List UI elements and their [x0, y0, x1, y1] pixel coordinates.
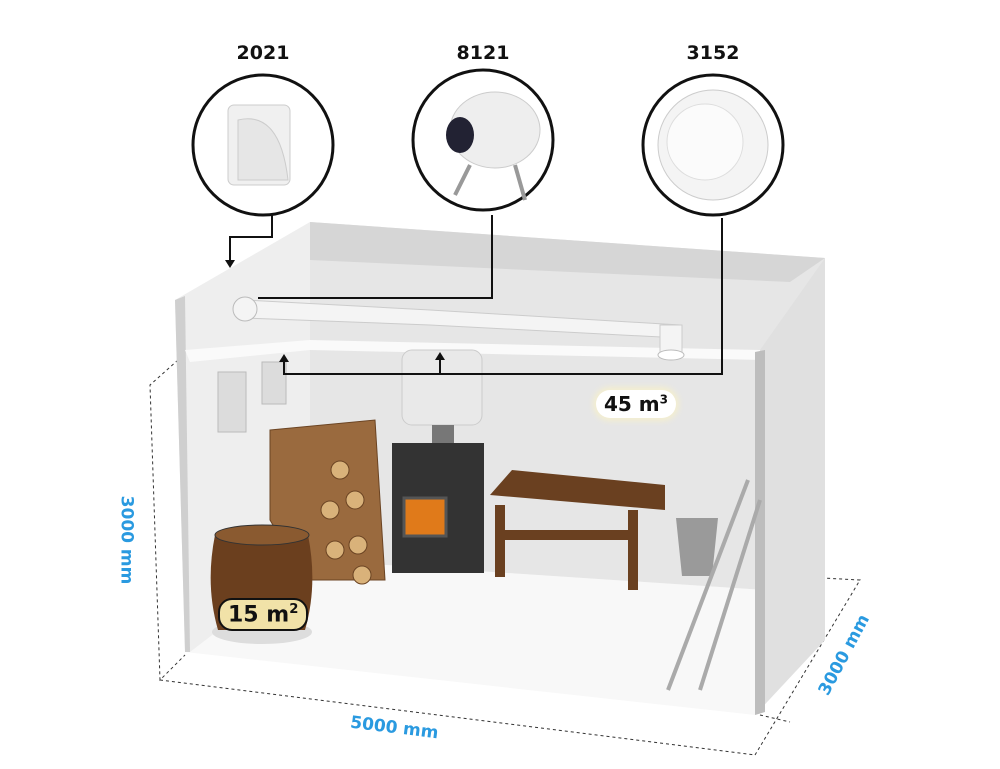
volume-unit: 3 [659, 392, 668, 407]
product-circle-3152[interactable] [641, 73, 785, 217]
floor-area-badge: 15 m2 [218, 598, 309, 632]
ventilation-duct [232, 296, 685, 361]
floor [185, 560, 765, 715]
product-circle-8121[interactable] [411, 68, 555, 212]
area-value: 15 m [228, 602, 290, 628]
bucket [676, 518, 718, 576]
product-code-8121: 8121 [456, 42, 510, 64]
step-ladder [666, 479, 762, 691]
product-code-3152: 3152 [686, 42, 740, 64]
dimension-lines [149, 359, 861, 756]
wood-stove [392, 425, 484, 573]
height-dimension: 3000 mm [116, 495, 137, 585]
window [217, 361, 287, 433]
product-circle-2021[interactable] [191, 73, 335, 217]
room-volume-badge: 45 m3 [596, 390, 676, 418]
connector-lines [229, 210, 723, 375]
volume-value: 45 m [604, 392, 660, 416]
product-code-2021: 2021 [236, 42, 290, 64]
area-unit: 2 [289, 602, 299, 617]
right-wall [755, 258, 825, 715]
workbench [490, 470, 665, 590]
water-heater [401, 349, 483, 426]
